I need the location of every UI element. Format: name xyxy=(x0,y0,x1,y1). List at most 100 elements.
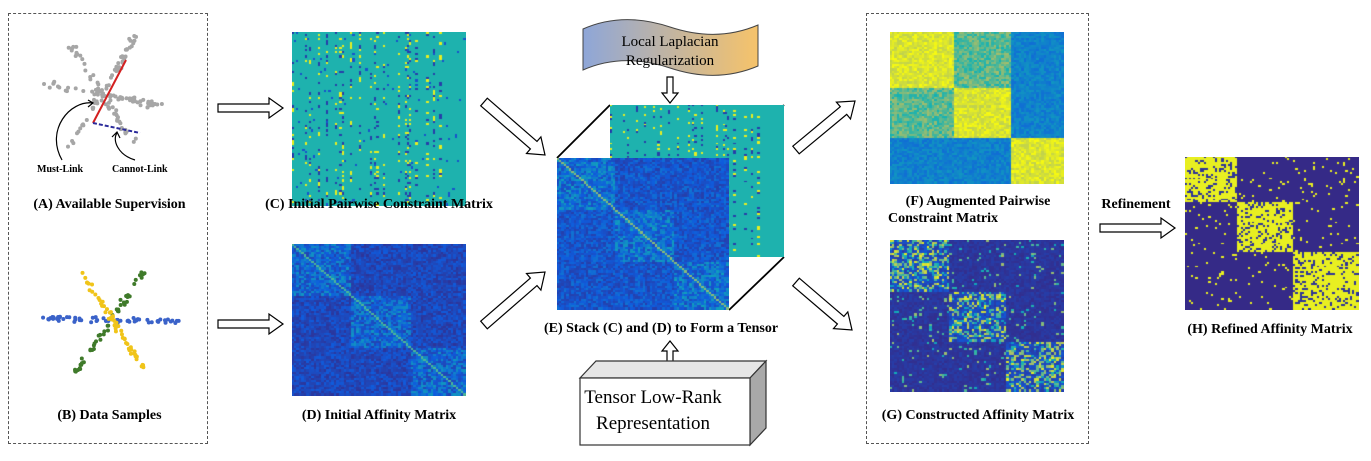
data-point xyxy=(107,106,112,111)
data-point xyxy=(118,318,123,323)
data-point xyxy=(99,98,104,103)
data-point xyxy=(145,105,150,110)
data-point xyxy=(61,316,66,321)
data-point xyxy=(149,99,154,104)
data-point xyxy=(92,341,97,346)
data-point xyxy=(112,111,117,116)
data-point xyxy=(114,320,119,325)
arrow-d-to-e xyxy=(479,271,546,330)
data-samples-scatter xyxy=(41,270,181,374)
data-point xyxy=(146,101,151,106)
data-point xyxy=(64,89,69,94)
data-point xyxy=(123,47,128,52)
data-point xyxy=(119,54,124,59)
data-point xyxy=(66,45,71,50)
data-point xyxy=(91,347,96,352)
data-point xyxy=(78,126,83,131)
data-point xyxy=(110,105,115,110)
data-point xyxy=(132,319,137,324)
data-point xyxy=(132,99,137,104)
data-point xyxy=(127,36,132,41)
arrow-refinement xyxy=(1099,216,1177,240)
data-point xyxy=(82,61,87,66)
data-point xyxy=(103,102,108,107)
data-point xyxy=(71,44,76,49)
data-point xyxy=(105,328,110,333)
data-point xyxy=(132,282,137,287)
data-point xyxy=(57,85,62,90)
cannot-link-line xyxy=(92,122,141,134)
laplacian-label-line2: Regularization xyxy=(625,53,715,69)
data-point xyxy=(131,316,136,321)
data-point xyxy=(120,335,125,340)
data-point xyxy=(158,317,163,322)
data-point xyxy=(88,77,93,82)
data-point xyxy=(101,332,106,337)
data-point xyxy=(77,318,82,323)
caption-h: (H) Refined Affinity Matrix xyxy=(1187,322,1353,337)
laplacian-label-line1: Local Laplacian xyxy=(621,34,719,50)
data-point xyxy=(101,304,106,309)
data-point xyxy=(123,130,128,135)
initial-pairwise-constraint-matrix xyxy=(292,32,466,206)
data-point xyxy=(119,332,124,337)
data-point xyxy=(73,53,78,58)
data-point xyxy=(108,94,113,99)
data-point xyxy=(122,300,127,305)
must-link-label: Must-Link xyxy=(37,164,84,175)
data-point xyxy=(58,314,63,319)
data-point xyxy=(80,270,85,275)
right-panel-frame xyxy=(866,13,1089,444)
data-point xyxy=(104,86,109,91)
data-point xyxy=(75,131,80,136)
data-point xyxy=(165,317,170,322)
data-point xyxy=(108,310,113,315)
data-point xyxy=(85,280,90,285)
arrow-e-to-g xyxy=(791,277,853,331)
must-link-pointer-head xyxy=(87,99,95,108)
cube-edge xyxy=(728,256,785,311)
data-point xyxy=(110,73,115,78)
data-point xyxy=(140,364,145,369)
data-point xyxy=(117,119,122,124)
data-point xyxy=(106,100,111,105)
data-point xyxy=(159,102,164,107)
data-point xyxy=(96,82,101,87)
arrow-a-to-c xyxy=(217,96,285,120)
tensor-lowrank-box xyxy=(578,359,768,447)
data-point xyxy=(119,95,124,100)
data-point xyxy=(146,320,151,325)
data-point xyxy=(133,354,138,359)
data-point xyxy=(128,351,133,356)
data-point xyxy=(110,314,115,319)
must-link-pointer xyxy=(55,102,94,161)
data-point xyxy=(79,356,84,361)
augmented-pairwise-constraint-matrix xyxy=(890,32,1064,184)
data-point xyxy=(105,307,110,312)
data-point xyxy=(42,81,47,86)
data-point xyxy=(127,96,132,101)
laplacian-banner xyxy=(582,19,759,76)
data-point xyxy=(126,318,131,323)
data-point xyxy=(65,144,70,149)
data-point xyxy=(74,44,79,49)
data-point xyxy=(137,317,142,322)
data-point xyxy=(41,315,46,320)
caption-g: (G) Constructed Affinity Matrix xyxy=(881,408,1075,423)
data-point xyxy=(52,79,57,84)
data-point xyxy=(139,270,144,275)
data-point xyxy=(64,315,69,320)
box-front-face xyxy=(579,377,751,446)
initial-affinity-matrix xyxy=(292,244,466,396)
data-point xyxy=(124,96,129,101)
tlrr-label-line2: Representation xyxy=(596,413,710,434)
supervision-scatter xyxy=(42,33,164,161)
data-point xyxy=(81,89,86,94)
cube-edge xyxy=(556,104,611,159)
data-point xyxy=(46,317,51,322)
data-point xyxy=(131,41,136,46)
cannot-link-pointer xyxy=(114,132,136,161)
caption-e: (E) Stack (C) and (D) to Form a Tensor xyxy=(543,321,779,336)
tensor-front-slice xyxy=(557,158,729,310)
